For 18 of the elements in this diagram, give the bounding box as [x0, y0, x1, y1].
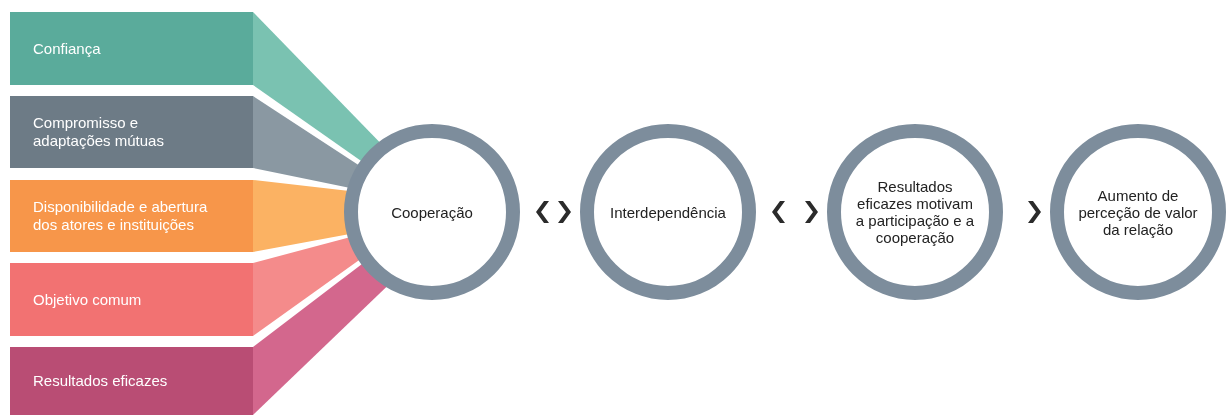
factor-box	[10, 347, 253, 415]
box-label: Disponibilidade e abertura dos atores e instituições	[33, 198, 209, 234]
factor-box	[10, 180, 253, 252]
box-label: Objetivo comum	[33, 290, 143, 309]
box-label: Confiança	[33, 39, 102, 58]
circle-label: Resultados eficazes motivam a participação e a cooperação	[854, 178, 976, 246]
funnel-connector	[253, 96, 360, 188]
circle-label: Aumento de perceção de valor da relação	[1077, 186, 1199, 238]
funnel-connector	[253, 12, 381, 162]
factor-box	[10, 263, 253, 336]
funnel-connector	[253, 263, 388, 415]
funnel-connector	[253, 237, 361, 336]
circle-label: Interdependência	[609, 203, 727, 221]
circle-label: Cooperação	[390, 203, 474, 221]
box-label: Compromisso e adaptações mútuas	[33, 114, 165, 150]
box-label: Resultados eficazes	[33, 372, 169, 390]
factor-box	[10, 96, 253, 168]
factor-box	[10, 12, 253, 85]
